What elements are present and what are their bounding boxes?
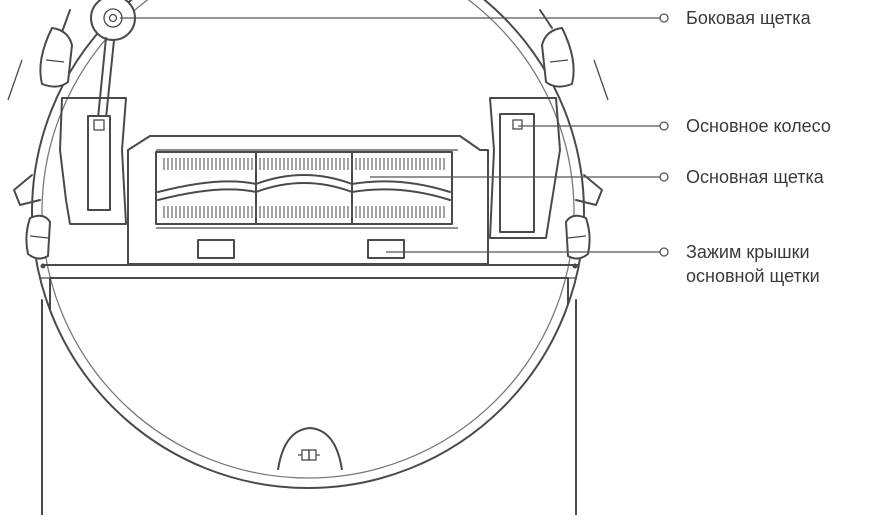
left-wheel: [59, 97, 127, 225]
brush-cover-clip-left: [197, 239, 235, 259]
robot-body: [7, 0, 609, 489]
leader-lines: [120, 13, 669, 257]
right-wheel: [489, 97, 561, 239]
front-latch: [277, 427, 343, 471]
label-brush-cover-clip: Зажим крышки основной щетки: [686, 240, 820, 288]
tank-side-rails: [40, 263, 578, 516]
label-brush-cover-clip-line1: Зажим крышки: [686, 242, 810, 262]
side-pads: [25, 27, 591, 260]
label-main-wheel: Основное колесо: [686, 116, 831, 136]
side-brush: [61, 0, 553, 119]
brush-cover-clip-right: [367, 239, 405, 259]
label-main-brush: Основная щетка: [686, 167, 824, 187]
label-side-brush: Боковая щетка: [686, 8, 811, 28]
main-brush-housing: [127, 135, 489, 265]
label-brush-cover-clip-line2: основной щетки: [686, 266, 820, 286]
